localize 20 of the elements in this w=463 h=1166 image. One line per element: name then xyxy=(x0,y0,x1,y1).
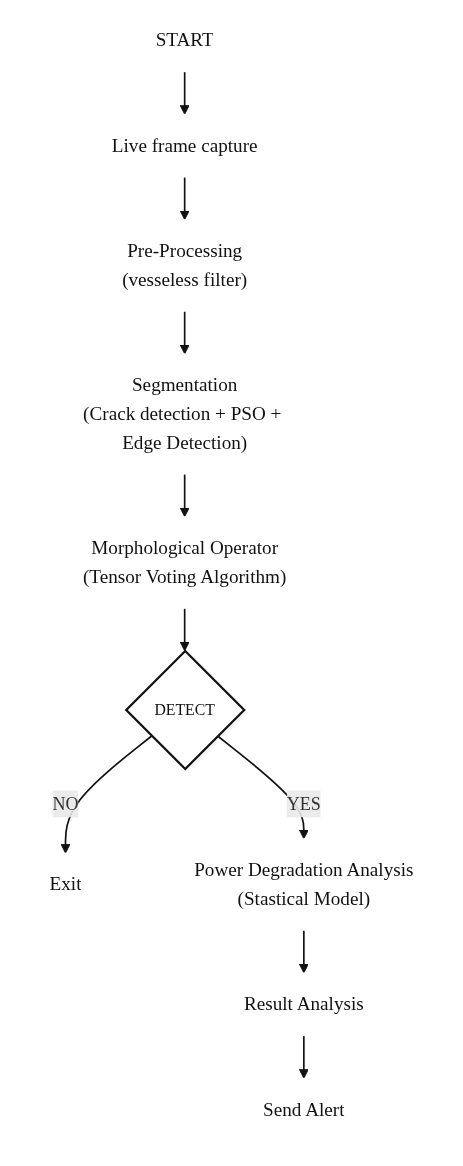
node-text: Send Alert xyxy=(263,1098,345,1121)
arrow xyxy=(179,607,190,652)
node-text: Morphological Operator (Tensor Voting Algorithm) xyxy=(82,537,287,588)
arrow xyxy=(60,735,153,854)
node-text: Segmentation (Crack detection + PSO + Edge Detection) xyxy=(83,374,282,454)
arrow xyxy=(179,70,190,115)
arrow xyxy=(298,1034,309,1079)
edge-label: YES xyxy=(286,793,321,813)
node-text: Live frame capture xyxy=(111,134,258,157)
arrow xyxy=(179,310,190,355)
node-diamond: DETECT xyxy=(124,649,246,771)
node-text: Exit xyxy=(49,873,82,895)
edge-label: NO xyxy=(52,793,79,813)
arrow xyxy=(179,176,190,221)
node-text: Power Degradation Analysis (Stastical Model) xyxy=(194,859,414,910)
arrow xyxy=(298,929,309,974)
node-text: Pre-Processing (vesseless filter) xyxy=(122,240,248,291)
node-text: START xyxy=(155,29,214,51)
arrow xyxy=(179,473,190,518)
node-text: Result Analysis xyxy=(243,993,364,1015)
